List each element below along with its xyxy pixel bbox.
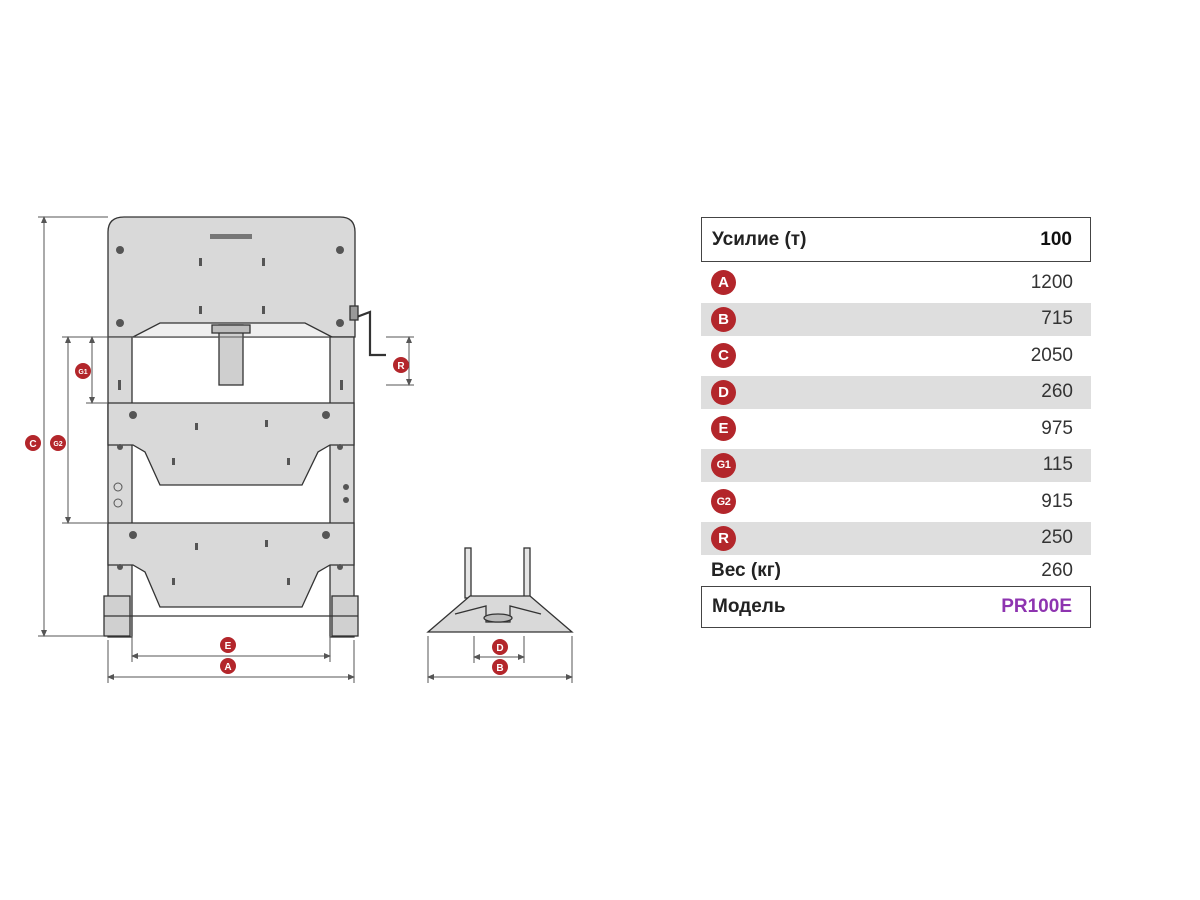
svg-text:D: D xyxy=(496,643,503,654)
spec-row-c: C 2050 xyxy=(701,339,1091,372)
spec-row-g2: G2 915 xyxy=(701,485,1091,518)
side-view-dimensions xyxy=(427,636,573,683)
spec-key-badge: B xyxy=(711,306,736,332)
spec-value: 715 xyxy=(1041,308,1073,329)
svg-text:G2: G2 xyxy=(53,441,62,448)
force-value: 100 xyxy=(1040,228,1072,250)
force-row: Усилие (т) 100 xyxy=(701,217,1091,262)
spec-row-d: D 260 xyxy=(701,375,1091,409)
svg-text:E: E xyxy=(225,641,232,652)
svg-text:R: R xyxy=(397,361,405,372)
spec-key-badge: E xyxy=(711,416,736,441)
front-view xyxy=(103,216,386,638)
weight-value: 260 xyxy=(1041,560,1073,581)
front-view-holes xyxy=(113,234,349,585)
badge-r: R xyxy=(393,357,409,373)
side-view xyxy=(426,547,574,633)
spec-table: Усилие (т) 100 A 1200 B 715 C 2050 D 260… xyxy=(701,217,1091,632)
spec-row-g1: G1 115 xyxy=(701,448,1091,482)
svg-text:A: A xyxy=(224,662,231,673)
force-label: Усилие (т) xyxy=(712,228,807,250)
weight-row: Вес (кг) 260 xyxy=(701,558,1091,584)
spec-value: 115 xyxy=(1042,454,1073,475)
model-value: PR100E xyxy=(1001,596,1072,617)
badge-b: B xyxy=(492,659,508,675)
spec-value: 975 xyxy=(1041,417,1073,439)
dimension-badges: C G2 G1 R E A D B xyxy=(25,357,508,675)
spec-value: 260 xyxy=(1041,381,1073,402)
spec-key-badge: C xyxy=(711,343,736,368)
spec-row-b: B 715 xyxy=(701,302,1091,336)
spec-key-badge: G1 xyxy=(711,452,736,478)
front-view-dimensions xyxy=(38,216,414,683)
spec-key-badge: D xyxy=(711,379,736,405)
spec-key-badge: A xyxy=(711,270,736,295)
spec-key-badge: G2 xyxy=(711,489,736,514)
spec-row-a: A 1200 xyxy=(701,266,1091,299)
badge-g1: G1 xyxy=(75,363,91,379)
spec-key-badge: R xyxy=(711,525,736,551)
model-label: Модель xyxy=(712,596,786,617)
badge-e: E xyxy=(220,637,236,653)
svg-text:B: B xyxy=(496,663,503,674)
weight-label: Вес (кг) xyxy=(711,560,781,581)
badge-c: C xyxy=(25,435,41,451)
svg-text:G1: G1 xyxy=(78,369,87,376)
badge-a: A xyxy=(220,658,236,674)
spec-row-r: R 250 xyxy=(701,521,1091,555)
spec-row-e: E 975 xyxy=(701,412,1091,445)
spec-value: 1200 xyxy=(1030,271,1073,293)
model-row: Модель PR100E xyxy=(701,586,1091,628)
badge-g2: G2 xyxy=(50,435,66,451)
svg-text:C: C xyxy=(29,439,36,450)
badge-d: D xyxy=(492,639,508,655)
spec-value: 250 xyxy=(1041,527,1073,548)
spec-value: 2050 xyxy=(1030,344,1073,366)
spec-value: 915 xyxy=(1041,490,1073,512)
